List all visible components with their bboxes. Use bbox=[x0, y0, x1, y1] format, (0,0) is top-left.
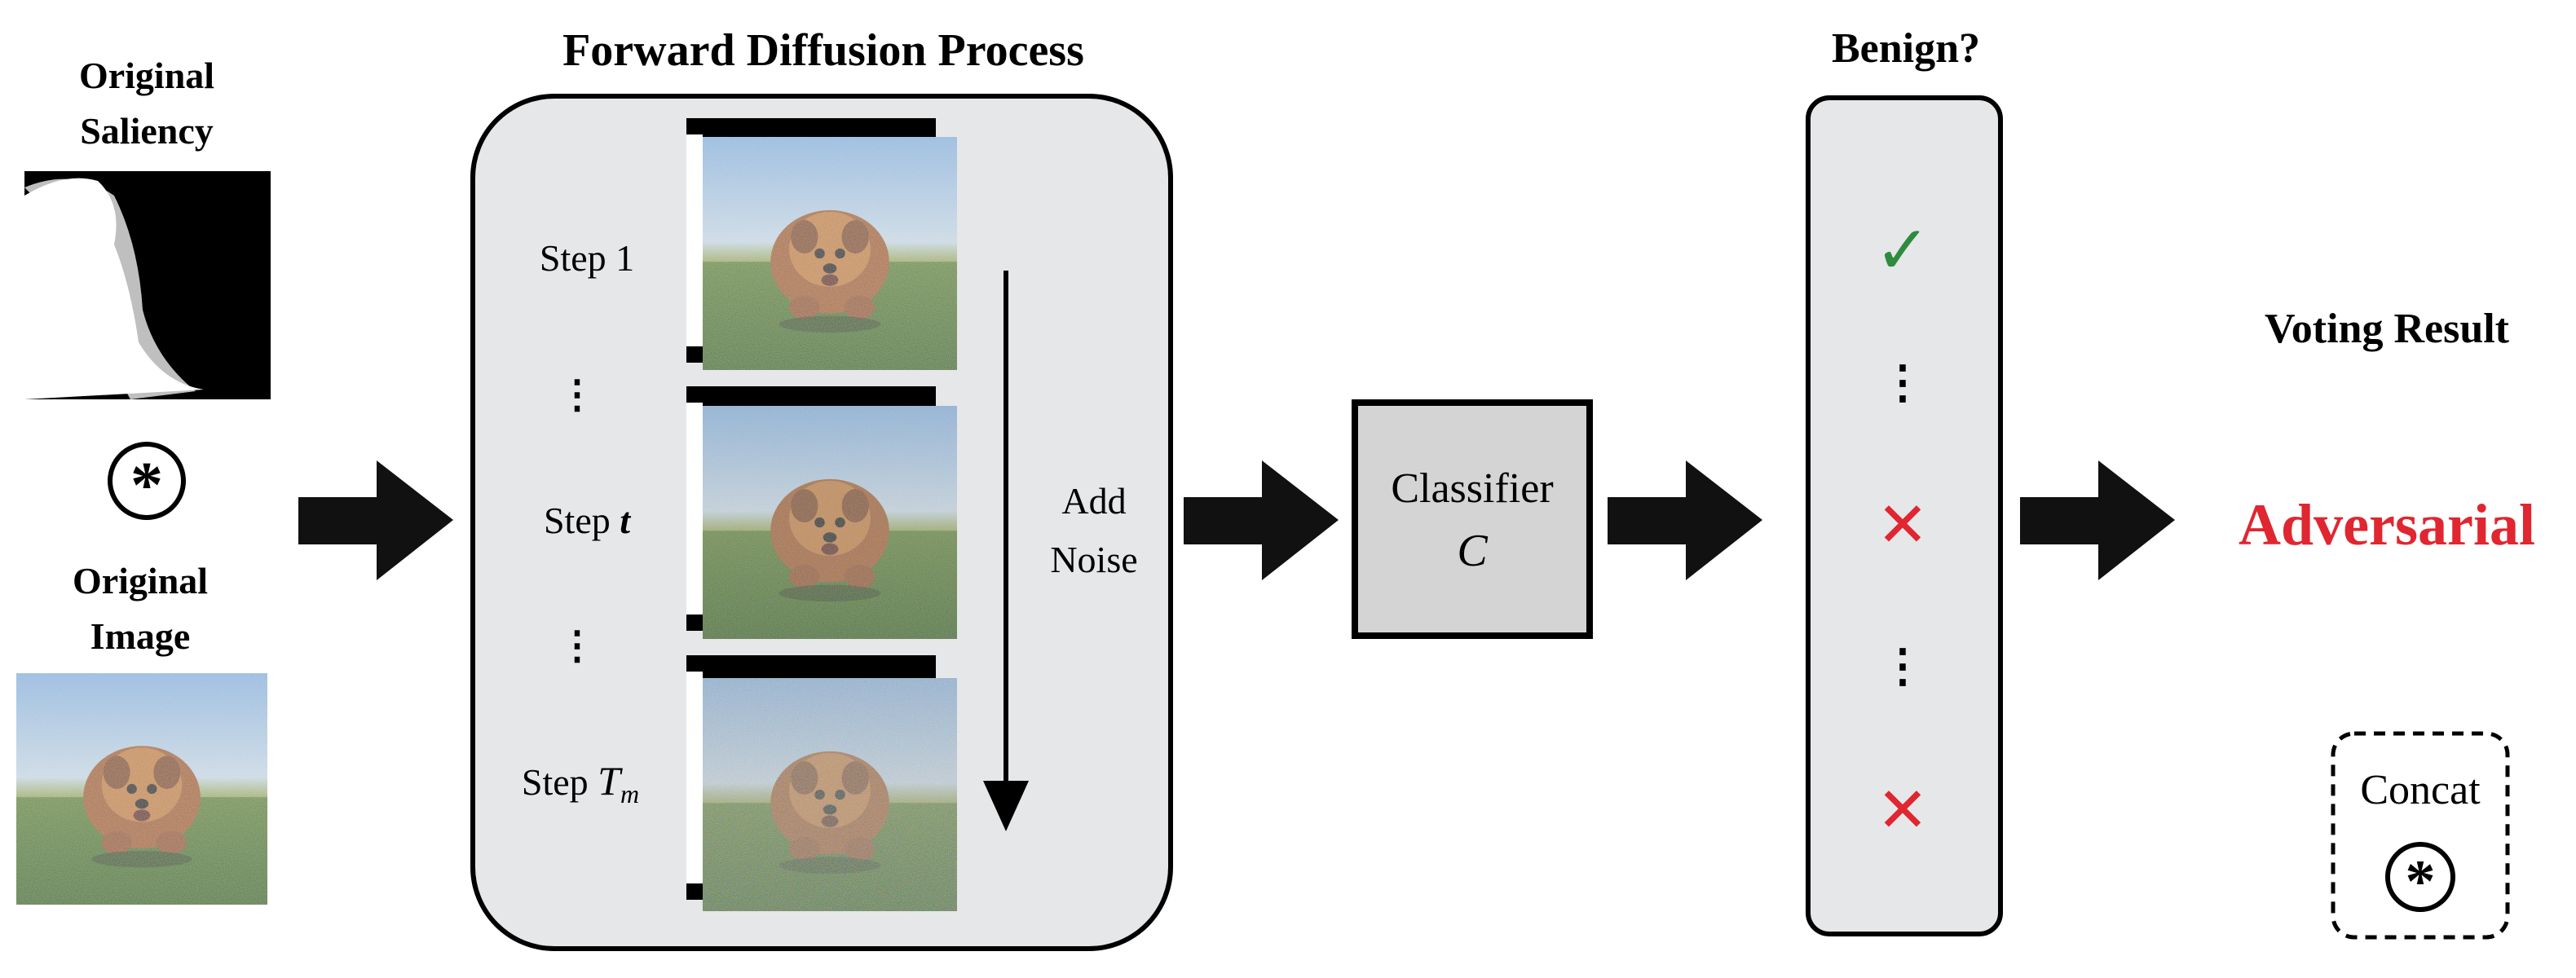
classifier-label: Classifier bbox=[1391, 465, 1553, 512]
classifier-symbol: C bbox=[1457, 526, 1488, 576]
add-noise-label-line2: Noise bbox=[1050, 539, 1137, 580]
saliency-map-image bbox=[24, 171, 271, 400]
flow-arrow-2 bbox=[1184, 460, 1339, 580]
votes-title: Benign? bbox=[1832, 25, 1980, 72]
step1-label: Step 1 bbox=[540, 237, 634, 279]
vote-adversarial-cross-icon-1: ✕ bbox=[1877, 488, 1929, 561]
concat-legend-icon: * bbox=[2385, 842, 2455, 915]
step1-image bbox=[686, 118, 957, 370]
concat-operator-symbol: * bbox=[130, 450, 163, 522]
image-title-line1: Original bbox=[73, 560, 208, 601]
voting-result-title: Voting Result bbox=[2265, 306, 2510, 352]
vote-ellipsis-1: ⋮ bbox=[1880, 358, 1925, 408]
flow-arrow-4 bbox=[2020, 460, 2175, 580]
step-t-image bbox=[686, 386, 957, 639]
add-noise-arrowhead bbox=[983, 781, 1029, 831]
diffusion-title: Forward Diffusion Process bbox=[562, 25, 1084, 76]
flow-arrow-1 bbox=[298, 460, 453, 580]
step-ellipsis-1: ⋮ bbox=[558, 373, 597, 416]
saliency-title-line2: Saliency bbox=[80, 110, 214, 152]
saliency-title-line1: Original bbox=[79, 55, 214, 96]
step-ellipsis-2: ⋮ bbox=[558, 624, 597, 667]
vote-benign-check-icon: ✓ bbox=[1875, 212, 1931, 289]
concat-legend-symbol: * bbox=[2406, 848, 2436, 915]
votes-panel bbox=[1806, 95, 2003, 936]
concat-legend-box bbox=[2331, 731, 2510, 940]
step-tm-label: Step Tm bbox=[522, 758, 639, 808]
concat-operator-icon: * bbox=[108, 442, 186, 522]
step-tm-image bbox=[686, 655, 957, 911]
voting-result-value: Adversarial bbox=[2239, 492, 2535, 557]
flow-arrow-3 bbox=[1608, 460, 1762, 580]
concat-legend-label: Concat bbox=[2360, 767, 2481, 813]
add-noise-label-line1: Add bbox=[1061, 480, 1126, 522]
original-image bbox=[16, 673, 267, 905]
step-t-label: Step t bbox=[544, 500, 631, 541]
vote-adversarial-cross-icon-2: ✕ bbox=[1877, 773, 1929, 846]
image-title-line2: Image bbox=[90, 615, 191, 657]
vote-ellipsis-2: ⋮ bbox=[1880, 641, 1925, 692]
classifier-box bbox=[1352, 399, 1593, 639]
